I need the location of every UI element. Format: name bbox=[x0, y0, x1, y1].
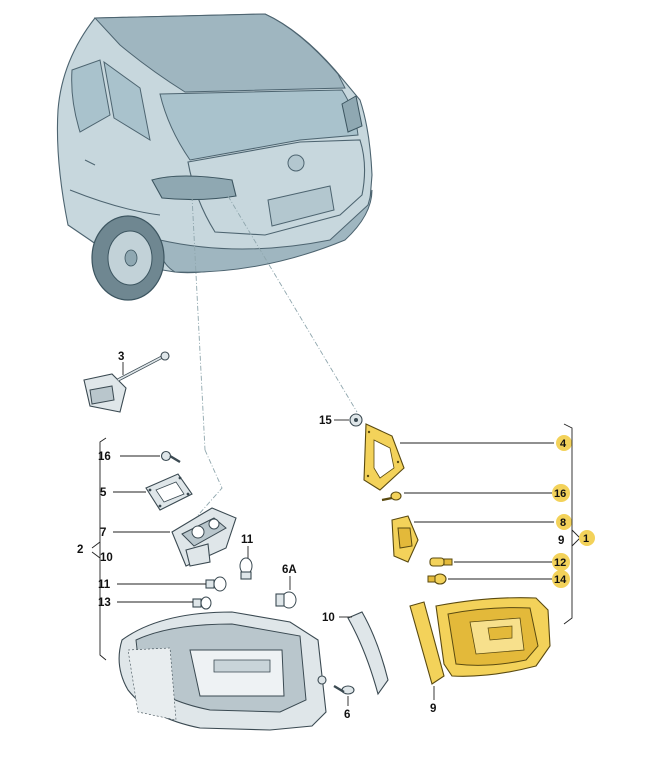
bracket-right bbox=[563, 423, 573, 625]
label-9-upper: 9 bbox=[558, 535, 564, 547]
callout-12 bbox=[552, 553, 570, 571]
label-6a: 6A bbox=[282, 564, 297, 576]
label-1: 1 bbox=[583, 533, 589, 545]
screw-icon bbox=[381, 491, 402, 502]
projection-line-left bbox=[191, 195, 206, 451]
label-16-left: 16 bbox=[98, 451, 111, 463]
callout-1 bbox=[579, 530, 595, 546]
label-9-lower: 9 bbox=[430, 703, 436, 715]
label-3: 3 bbox=[118, 351, 124, 363]
gasket-icon bbox=[363, 423, 405, 491]
trim-cover bbox=[409, 601, 445, 685]
screw-icon bbox=[349, 413, 363, 427]
callout-8 bbox=[556, 514, 572, 530]
bulb-icon bbox=[275, 591, 297, 609]
callout-4 bbox=[556, 435, 572, 451]
label-15: 15 bbox=[319, 415, 332, 427]
label-7: 7 bbox=[100, 527, 106, 539]
bulb-icon bbox=[429, 557, 453, 567]
projection-line-holder bbox=[184, 449, 223, 531]
screw-icon bbox=[160, 450, 181, 464]
car-rear-icon bbox=[56, 13, 373, 301]
bulb-icon bbox=[192, 596, 212, 610]
label-10-part: 10 bbox=[322, 612, 335, 624]
callout-14 bbox=[552, 570, 570, 588]
label-11-upper: 11 bbox=[241, 534, 254, 546]
label-4: 4 bbox=[560, 438, 567, 450]
callout-16 bbox=[552, 484, 570, 502]
trim-cover bbox=[347, 611, 389, 696]
headlight-adjuster-icon bbox=[83, 351, 170, 413]
label-16-right: 16 bbox=[554, 488, 566, 500]
label-14: 14 bbox=[554, 574, 567, 586]
gasket-icon bbox=[145, 473, 193, 511]
bulb-holder-icon bbox=[171, 507, 237, 567]
label-10-group: 10 bbox=[100, 552, 113, 564]
bulb-icon bbox=[205, 576, 227, 592]
bulb-holder-icon bbox=[391, 515, 419, 563]
tail-light-icon bbox=[435, 597, 551, 677]
label-2: 2 bbox=[77, 544, 83, 556]
bulb-icon bbox=[427, 573, 447, 585]
bulb-icon bbox=[239, 557, 253, 580]
label-13: 13 bbox=[98, 597, 111, 609]
label-5: 5 bbox=[100, 487, 107, 499]
projection-line-right bbox=[227, 195, 358, 413]
tail-light-icon bbox=[118, 611, 327, 731]
screw-icon bbox=[333, 684, 355, 695]
label-6: 6 bbox=[344, 709, 350, 721]
bracket-left bbox=[99, 437, 107, 661]
label-11-lower: 11 bbox=[98, 579, 111, 591]
label-12: 12 bbox=[554, 557, 566, 569]
label-8: 8 bbox=[560, 517, 566, 529]
